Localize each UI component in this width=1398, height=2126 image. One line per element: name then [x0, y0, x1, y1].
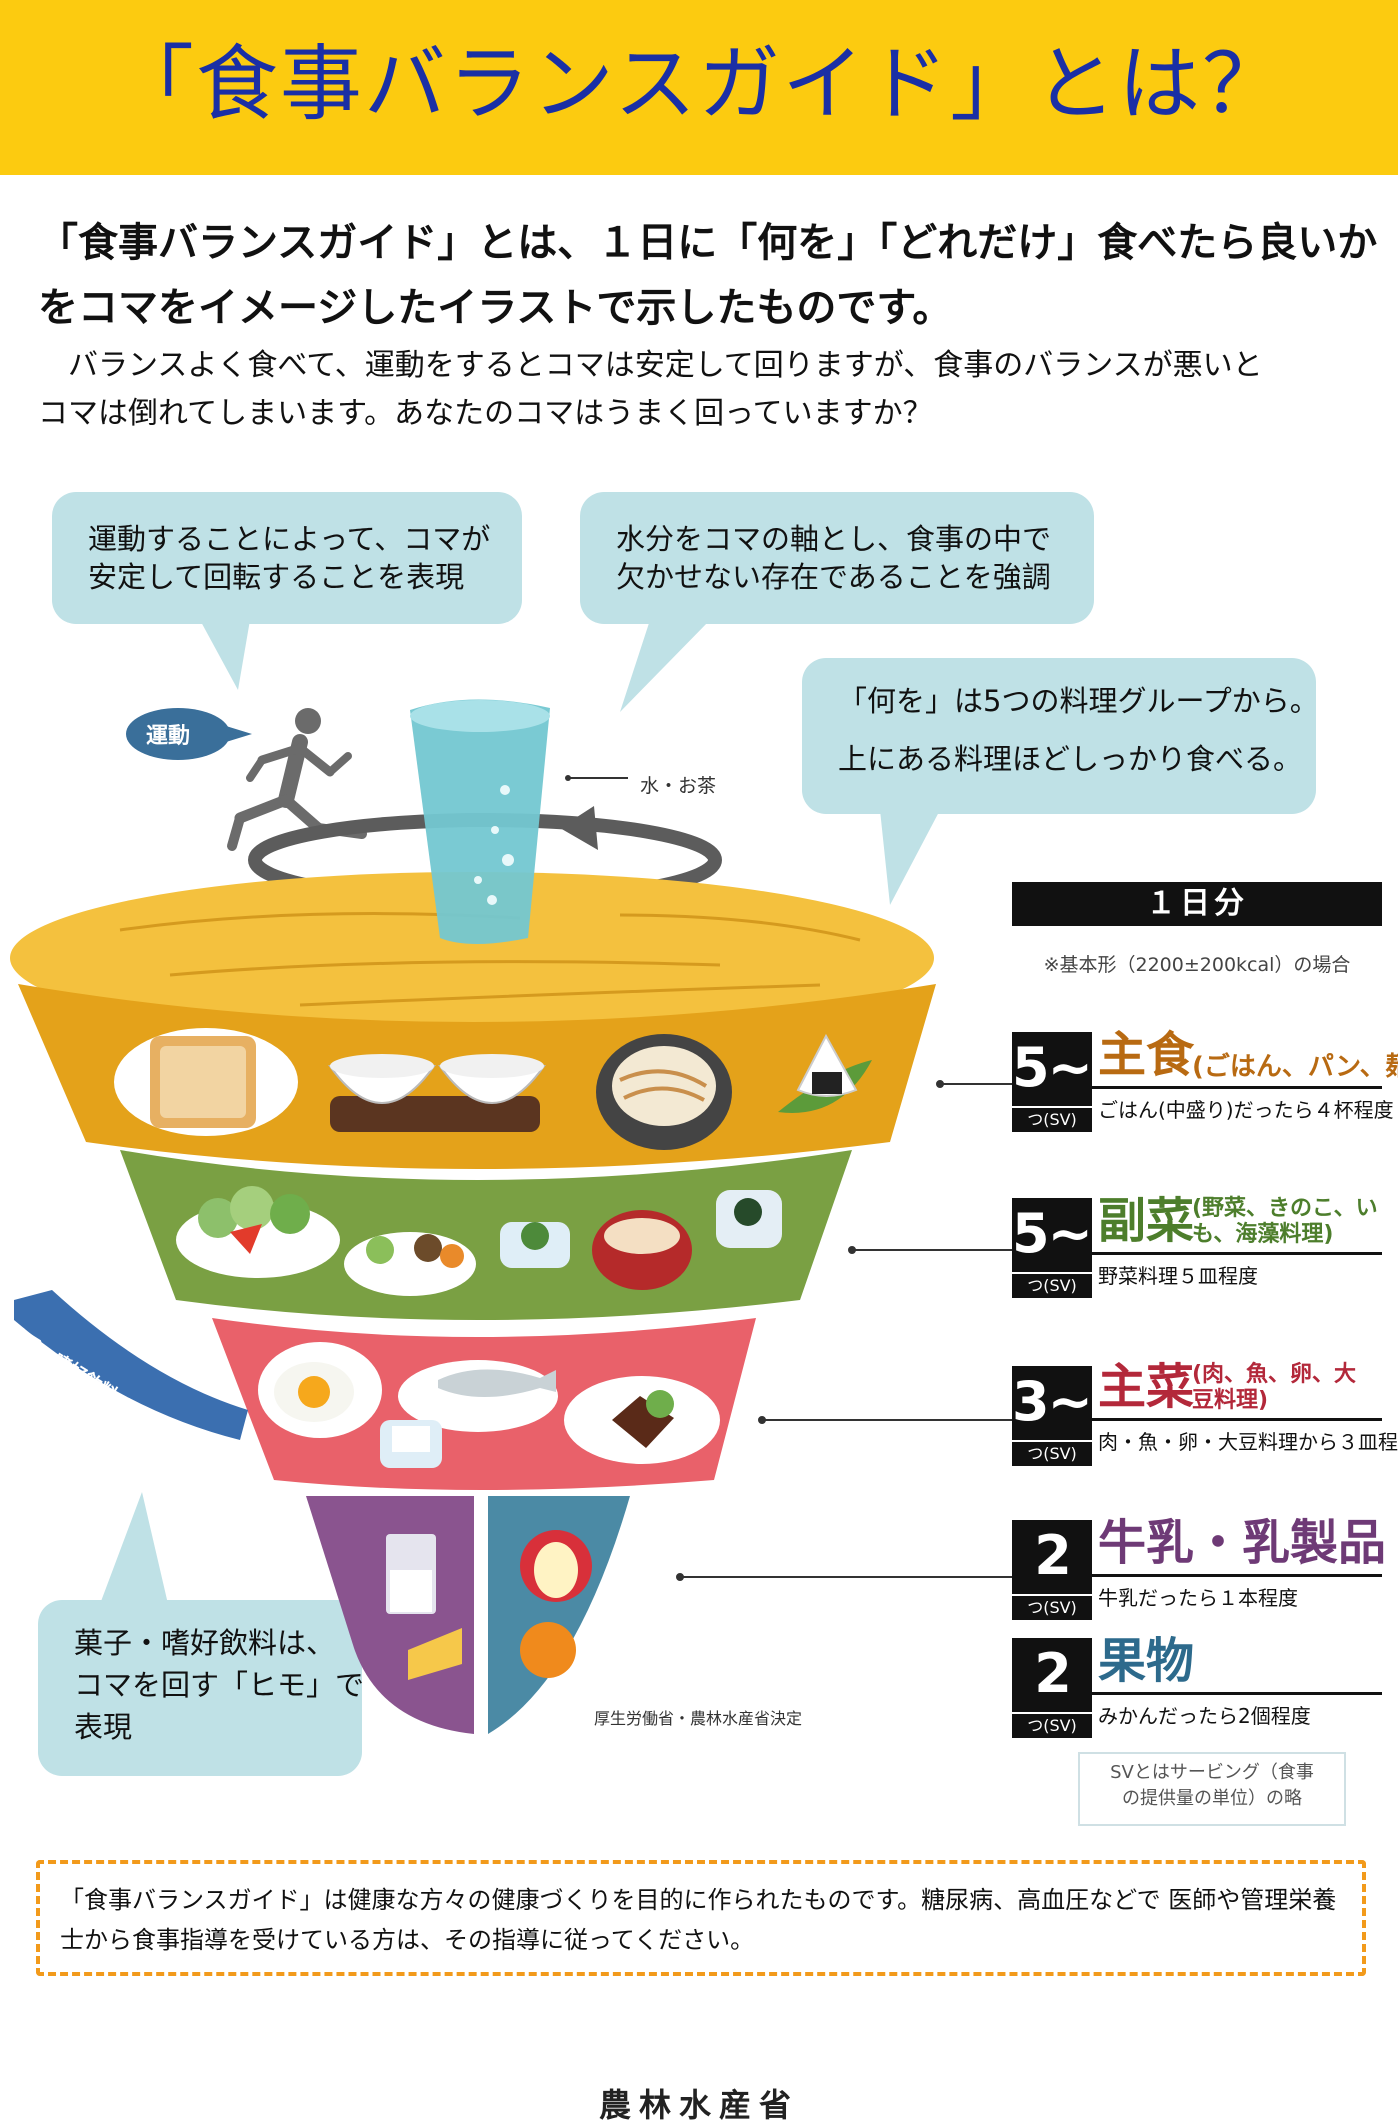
cat-sub-shusai: (肉、魚、卵、大豆料理) [1192, 1362, 1357, 1413]
rule-fukusai [1092, 1252, 1382, 1255]
rule-fruit [1092, 1692, 1382, 1695]
snack-ribbon [14, 1290, 248, 1440]
exercise-bubble-line2: 安定して回転することを表現 [88, 560, 465, 594]
credit-text: 厚生労働省・農林水産省決定 [594, 1709, 803, 1728]
snack-bubble-line3: 表現 [74, 1710, 133, 1744]
rule-milk [1092, 1574, 1382, 1577]
intro-body-2: コマは倒れてしまいます。あなたのコマはうまく回っていますか？ [38, 396, 933, 431]
water-bubble-line2: 欠かせない存在であることを強調 [616, 560, 1051, 594]
sv-note: SVとはサービング（食事 の提供量の単位）の略 [1078, 1752, 1346, 1826]
exercise-tag-label: 運動 [146, 724, 191, 749]
cat-name-fukusai: 副菜 [1098, 1193, 1195, 1249]
groups-bubble-line1: 「何を」は5つの料理グループから。 [838, 684, 1319, 718]
badge-fukusai: 5~6 つ(SV) [1012, 1198, 1128, 1298]
cat-note-milk: 牛乳だったら１本程度 [1098, 1586, 1298, 1610]
cat-note-shushoku: ごはん(中盛り)だったら４杯程度 [1098, 1098, 1394, 1122]
water-glass-icon [410, 699, 628, 944]
groups-bubble-shape [802, 658, 1316, 905]
exercise-bubble-line1: 運動することによって、コマが [88, 522, 491, 556]
intro-lead-2: をコマをイメージしたイラストで示したものです。 [38, 285, 953, 331]
water-bubble-line1: 水分をコマの軸とし、食事の中で [616, 522, 1052, 556]
header-banner [0, 0, 1398, 175]
notice-text: 「食事バランスガイド」は健康な方々の健康づくりを目的に作られたものです。糖尿病、… [60, 1886, 1337, 1954]
snack-bubble-line1: 菓子・嗜好飲料は、 [74, 1626, 336, 1660]
layer-fukusai [120, 1150, 852, 1320]
runner-icon [227, 708, 367, 851]
cat-name-fruit: 果物 [1098, 1633, 1195, 1689]
cat-note-fruit: みかんだったら2個程度 [1098, 1704, 1311, 1728]
badge-shushoku: 5~7 つ(SV) [1012, 1032, 1128, 1132]
footer-ministry: 農林水産省 [598, 2086, 799, 2124]
water-bubble-shape [580, 492, 1094, 712]
cat-note-fukusai: 野菜料理５皿程度 [1098, 1264, 1258, 1288]
groups-bubble-line2: 上にある料理ほどしっかり食べる。 [838, 742, 1303, 776]
badge-milk: 2 つ(SV) [1012, 1520, 1092, 1620]
notice-box [36, 1860, 1366, 1976]
badge-shusai: 3~5 つ(SV) [1012, 1366, 1128, 1466]
day-note: ※基本形（2200±200kcal）の場合 [1043, 954, 1351, 976]
rule-shushoku [1092, 1086, 1382, 1089]
cat-name-milk: 牛乳・乳製品 [1098, 1515, 1387, 1571]
intro-body-1: バランスよく食べて、運動をするとコマは安定して回りますが、食事のバランスが悪いと [38, 348, 1263, 383]
cat-note-shusai: 肉・魚・卵・大豆料理から３皿程度 [1098, 1430, 1398, 1454]
cat-sub-shushoku: (ごはん、パン、麺) [1192, 1052, 1398, 1082]
rule-shusai [1092, 1418, 1382, 1421]
intro-lead-1: 「食事バランスガイド」とは、１日に「何を」「どれだけ」食べたら良いか [38, 220, 1378, 266]
layer-shusai [212, 1318, 756, 1490]
cat-name-shushoku: 主食 [1098, 1027, 1195, 1083]
legend-connectors [676, 1080, 1012, 1581]
exercise-tag [126, 708, 252, 760]
snack-bubble-shape [38, 1492, 362, 1776]
layer-shushoku [18, 984, 936, 1169]
water-label: 水・お茶 [640, 775, 717, 797]
page-title: 「食事バランスガイド」とは？ [111, 37, 1287, 132]
day-label: １日分 [1012, 882, 1382, 926]
top-disk [10, 872, 934, 1044]
layer-milk-fruit [306, 1496, 630, 1734]
exercise-bubble-shape [52, 492, 522, 690]
badge-fruit: 2 つ(SV) [1012, 1638, 1092, 1738]
cat-name-shusai: 主菜 [1098, 1359, 1195, 1415]
cat-sub-fukusai: (野菜、きのこ、いも、海藻料理) [1192, 1196, 1378, 1247]
snack-bubble-line2: コマを回す「ヒモ」で [74, 1668, 365, 1702]
